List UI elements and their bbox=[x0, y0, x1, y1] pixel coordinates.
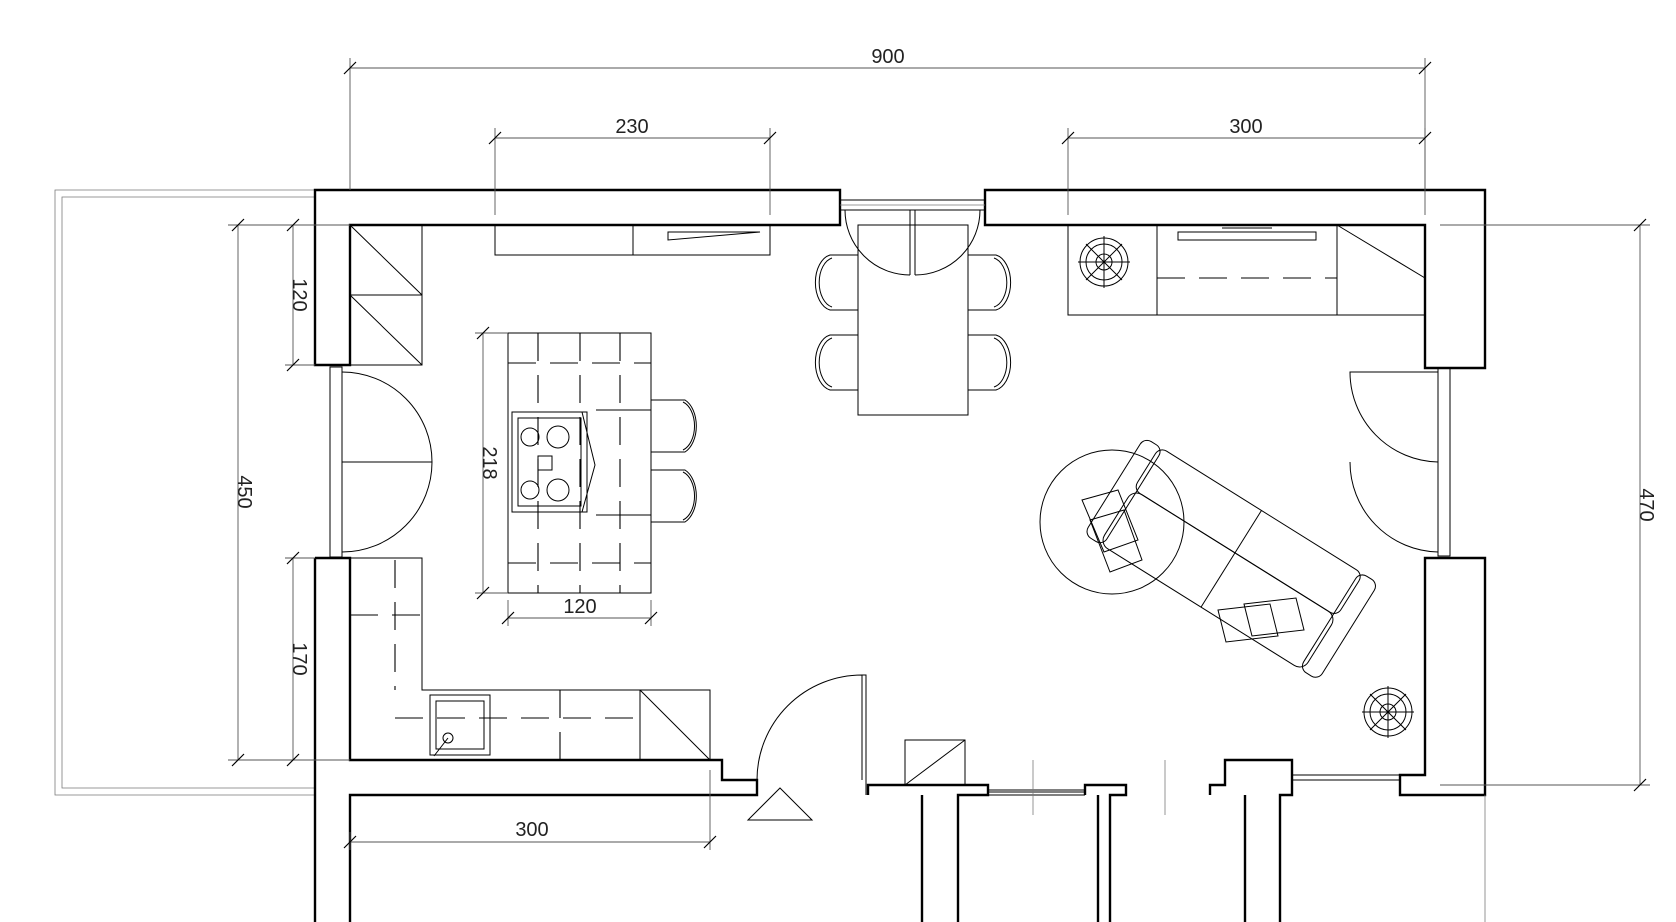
dining-chairs bbox=[814, 254, 1012, 391]
dimension-left-total: 450 bbox=[228, 218, 350, 767]
dim-label-300-top: 300 bbox=[1229, 116, 1262, 138]
dim-label-120-island: 120 bbox=[563, 596, 596, 618]
dimension-island-width: 120 bbox=[501, 596, 658, 626]
dimension-right-total: 470 bbox=[1440, 218, 1657, 792]
dimension-bottom-run: 300 bbox=[343, 770, 717, 850]
left-double-door bbox=[329, 366, 433, 558]
entrance-door bbox=[746, 674, 867, 821]
dim-label-218: 218 bbox=[478, 446, 500, 479]
tv-unit bbox=[1067, 224, 1426, 316]
dimension-overall-width: 900 bbox=[343, 46, 1432, 190]
dim-label-170: 170 bbox=[288, 642, 310, 675]
top-window bbox=[839, 199, 986, 211]
bottom-window bbox=[988, 760, 1166, 815]
sofa bbox=[1086, 439, 1376, 678]
top-double-door bbox=[844, 209, 981, 276]
entrance-cabinet bbox=[904, 739, 966, 786]
kitchen-wall-cabinets bbox=[494, 224, 771, 256]
dimension-living-wall-unit: 300 bbox=[1061, 116, 1432, 215]
dim-label-120-left: 120 bbox=[288, 278, 310, 311]
dim-label-300-bottom: 300 bbox=[515, 819, 548, 841]
kitchen-island bbox=[507, 332, 652, 594]
dining-table bbox=[857, 224, 969, 416]
balcony bbox=[54, 189, 315, 796]
dimension-left-lower: 170 bbox=[285, 551, 315, 767]
cushions bbox=[1081, 489, 1305, 643]
dimension-island-length: 218 bbox=[475, 326, 508, 600]
plant-bottom bbox=[1362, 686, 1414, 738]
walls bbox=[313, 188, 1487, 922]
right-double-door bbox=[1349, 367, 1451, 557]
dimension-wall-cabinets: 230 bbox=[488, 116, 777, 215]
dim-label-470: 470 bbox=[1635, 488, 1657, 521]
plant-top bbox=[1078, 236, 1130, 288]
kitchen-counter bbox=[350, 557, 711, 761]
bar-stools bbox=[651, 399, 697, 523]
kitchen-tall-units bbox=[349, 224, 423, 366]
round-rug bbox=[1039, 449, 1185, 595]
dimension-left-upper: 120 bbox=[285, 218, 315, 372]
dim-label-900: 900 bbox=[871, 46, 904, 68]
dim-label-450: 450 bbox=[233, 475, 255, 508]
dim-label-230: 230 bbox=[615, 116, 648, 138]
